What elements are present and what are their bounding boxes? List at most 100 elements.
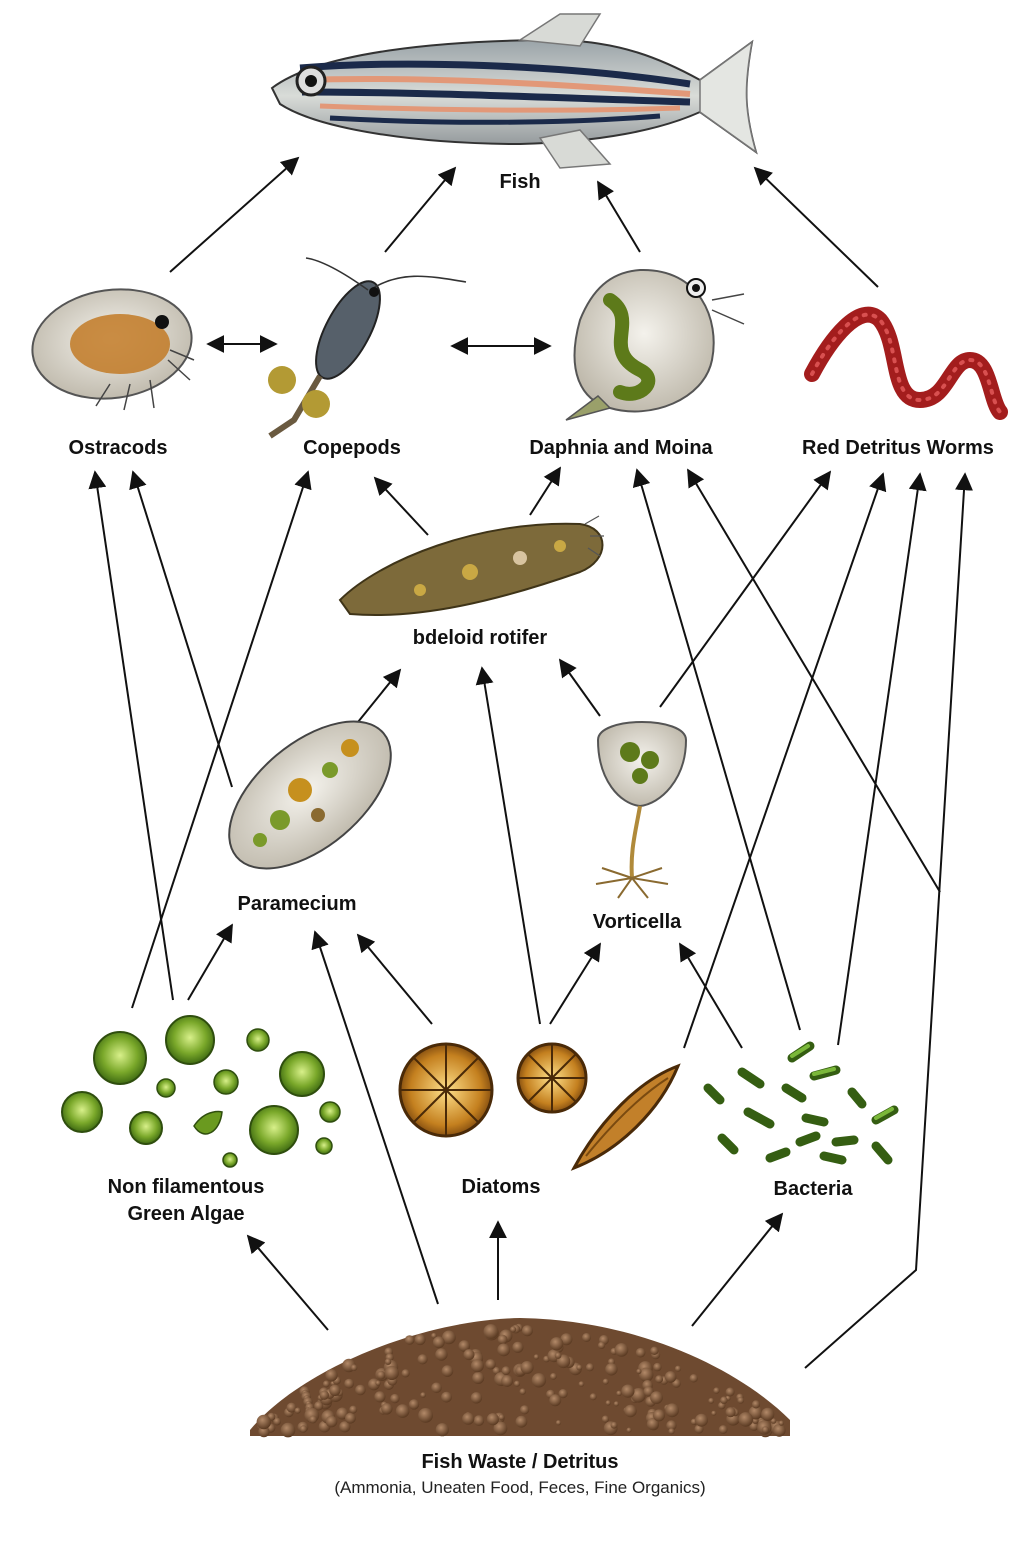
detritus-pebble (558, 1389, 568, 1399)
detritus-pebble (621, 1384, 635, 1398)
paramecium-icon (228, 720, 392, 870)
detritus-pebble (639, 1367, 654, 1383)
detritus-pebble (349, 1405, 358, 1414)
label-vorticella: Vorticella (592, 911, 682, 933)
detritus-pebble (501, 1366, 511, 1376)
detritus-pebble (473, 1415, 485, 1426)
label-diatoms: Diatoms (461, 1176, 541, 1198)
detritus-pebble (653, 1362, 662, 1372)
detritus-pebble (497, 1343, 511, 1357)
detritus-pebble (773, 1424, 786, 1437)
detritus-pebble (339, 1421, 351, 1433)
arrow-detritus-to-algae (246, 1234, 329, 1331)
detritus-pebble (309, 1415, 317, 1424)
zebrafish-icon (270, 13, 758, 169)
arrow-paramecium-to-rotifer (357, 668, 402, 723)
detritus-pebble (602, 1378, 609, 1385)
detritus-pebble (314, 1401, 324, 1411)
detritus-pebble (384, 1365, 399, 1381)
detritus-pebble (414, 1334, 426, 1346)
detritus-pebble (498, 1414, 505, 1421)
detritus-pebble (497, 1334, 508, 1345)
detritus-pebble (441, 1365, 454, 1377)
label-green-algae-2: Green Algae (127, 1203, 245, 1225)
detritus-pebble (749, 1421, 759, 1431)
red-worm-icon (804, 306, 1008, 420)
arrow-copepods-to-fish (384, 166, 457, 253)
rotifer-icon (338, 515, 604, 617)
detritus-pebble (273, 1417, 281, 1426)
detritus-pebble (549, 1394, 562, 1407)
detritus-pebble (435, 1348, 448, 1361)
detritus-pebble (725, 1407, 736, 1418)
label-ostracods: Ostracods (68, 437, 168, 459)
detritus-pebble (664, 1371, 677, 1383)
detritus-pebble (626, 1427, 632, 1433)
detritus-pebble (390, 1393, 400, 1404)
detritus-pebble (350, 1364, 358, 1371)
detritus-pebble (329, 1384, 341, 1397)
detritus-pebble (761, 1426, 770, 1434)
label-daphnia-moina: Daphnia and Moina (529, 437, 713, 459)
detritus-pebble (674, 1365, 682, 1372)
detritus-pebbles (256, 1323, 786, 1438)
vorticella-icon (595, 721, 688, 899)
detritus-pebble (299, 1425, 308, 1433)
arrow-diatoms-to-vorticella (549, 942, 601, 1025)
detritus-pebble (560, 1333, 573, 1346)
detritus-pebble (401, 1369, 410, 1378)
arrow-detritus-to-paramecium (311, 930, 439, 1305)
detritus-pebble (738, 1412, 753, 1427)
detritus-pebble (689, 1374, 698, 1383)
detritus-pebble (492, 1367, 501, 1375)
detritus-pebble (751, 1400, 761, 1409)
diatom-icon (398, 1042, 681, 1171)
detritus-pebble (470, 1392, 483, 1404)
detritus-pebble (601, 1415, 610, 1423)
detritus-pebble (650, 1391, 663, 1404)
detritus-pebble (655, 1375, 664, 1384)
label-detritus: Fish Waste / Detritus (421, 1451, 619, 1473)
detritus-pebble (635, 1347, 646, 1358)
detritus-pebble (344, 1378, 354, 1389)
daphnia-icon (565, 268, 745, 421)
bacteria-icon (703, 1041, 899, 1165)
detritus-pebble (646, 1418, 660, 1431)
detritus-pebble (713, 1387, 720, 1394)
arrow-worms-to-fish (753, 166, 879, 288)
detritus-pebble (668, 1428, 675, 1435)
detritus-pebble (653, 1409, 665, 1422)
label-detritus-sub: (Ammonia, Uneaten Food, Feces, Fine Orga… (334, 1478, 706, 1497)
label-fish: Fish (499, 171, 541, 193)
ostracod-icon (31, 288, 195, 411)
detritus-pebble (778, 1420, 784, 1426)
detritus-pebble (576, 1364, 583, 1371)
detritus-pebble (589, 1393, 597, 1401)
arrow-paramecium-to-ostracods (129, 470, 233, 788)
label-bacteria: Bacteria (773, 1178, 853, 1200)
detritus-pebble (725, 1387, 735, 1397)
detritus-pebble (376, 1370, 386, 1380)
detritus-pebble (613, 1401, 620, 1407)
detritus-pebble (280, 1422, 296, 1438)
detritus-pebble (381, 1403, 393, 1415)
arrow-diatoms-to-rotifer (475, 666, 541, 1025)
label-rotifer: bdeloid rotifer (412, 627, 548, 649)
detritus-pebble (614, 1343, 629, 1357)
detritus-pebble (708, 1397, 715, 1404)
green-algae-icon (61, 1015, 341, 1168)
detritus-pebble (770, 1418, 777, 1424)
arrow-vorticella-to-worms (659, 470, 832, 708)
arrow-vorticella-to-rotifer (558, 658, 601, 717)
detritus-pebble (408, 1399, 420, 1410)
detritus-pebble (509, 1326, 517, 1333)
bacteria-highlights (790, 1044, 894, 1120)
detritus-pebble (631, 1388, 646, 1403)
detritus-pebble (616, 1390, 622, 1397)
detritus-pebble (520, 1361, 534, 1374)
arrow-bacteria-to-daphnia (632, 468, 801, 1031)
detritus-pebble (417, 1354, 428, 1365)
arrow-bacteria-to-vorticella (679, 942, 743, 1049)
